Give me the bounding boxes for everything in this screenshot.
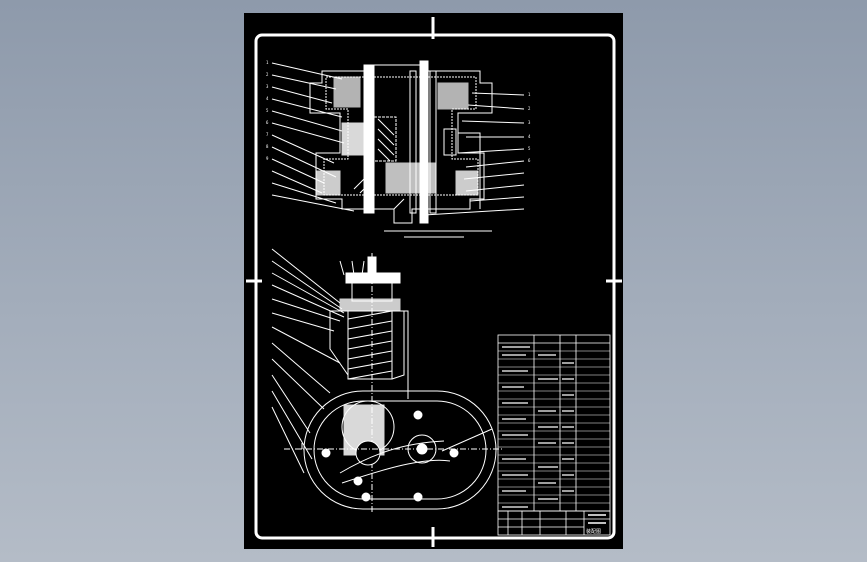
svg-text:6: 6 [266, 120, 269, 125]
title-block [497, 510, 611, 536]
centering-marks [246, 17, 622, 547]
svg-text:2: 2 [528, 106, 531, 111]
worm-drive-view [271, 248, 504, 513]
svg-text:4: 4 [266, 96, 269, 101]
svg-text:9: 9 [266, 156, 269, 161]
requirements-table [497, 334, 611, 512]
svg-text:1: 1 [266, 60, 269, 65]
svg-text:6: 6 [528, 158, 531, 163]
svg-text:5: 5 [266, 108, 269, 113]
part-number-labels: 1 2 3 4 5 6 7 8 9 1 2 3 4 5 6 [266, 60, 531, 163]
svg-text:1: 1 [528, 92, 531, 97]
svg-text:4: 4 [528, 134, 531, 139]
svg-text:5: 5 [528, 146, 531, 151]
gearbox-section-view [271, 60, 525, 238]
drawing-title: 装配图 [586, 528, 601, 535]
svg-text:7: 7 [266, 132, 269, 137]
drawing-sheet: 1 2 3 4 5 6 7 8 9 1 2 3 4 5 6 [244, 13, 623, 549]
svg-text:3: 3 [528, 120, 531, 125]
svg-text:8: 8 [266, 144, 269, 149]
sheet-border [254, 33, 616, 540]
svg-text:2: 2 [266, 72, 269, 77]
svg-text:3: 3 [266, 84, 269, 89]
